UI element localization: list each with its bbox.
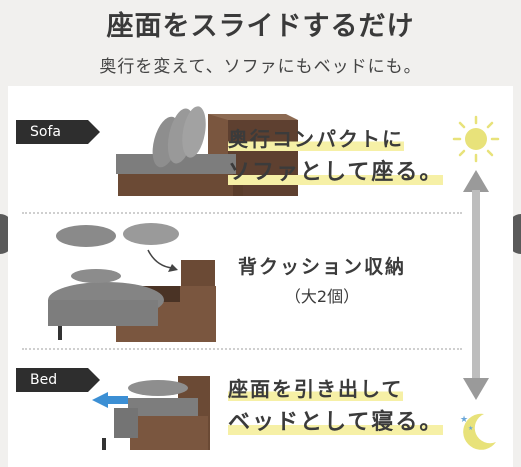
cushion-caption: 背クッション収納 （大2個） <box>222 252 422 307</box>
cushion-caption-line1: 背クッション収納 <box>237 256 406 278</box>
sofa-caption-line1: 奥行コンパクトに <box>228 127 404 151</box>
page-subtitle: 奥行を変えて、ソファにもベッドにも。 <box>99 57 422 77</box>
bed-illustration <box>92 376 210 450</box>
svg-text:★: ★ <box>460 415 468 425</box>
sofa-caption-line2: ソファとして座る。 <box>228 160 444 185</box>
cushion-caption-line2: （大2個） <box>284 287 360 306</box>
moon-icon: ★ ★ <box>460 413 496 450</box>
bed-caption-line2: ベッドとして寝る。 <box>228 410 444 435</box>
bed-tag: Bed <box>16 368 100 392</box>
cushion-storage-illustration <box>48 223 216 342</box>
sofa-caption: 奥行コンパクトに ソファとして座る。 <box>228 122 444 190</box>
divider-2 <box>22 348 462 350</box>
divider-1 <box>22 212 462 214</box>
bed-caption-line1: 座面を引き出して <box>228 377 404 401</box>
sofa-tag: Sofa <box>16 120 100 144</box>
svg-text:★: ★ <box>468 425 473 432</box>
double-arrow-icon <box>463 170 489 400</box>
sun-icon <box>452 115 500 163</box>
bed-caption: 座面を引き出して ベッドとして寝る。 <box>228 372 444 440</box>
page-title: 座面をスライドするだけ <box>106 11 415 42</box>
feature-panel: Sofa 奥行コンパクトに ソファとして座る。 背クッション収納 （大2個） B… <box>8 86 513 467</box>
